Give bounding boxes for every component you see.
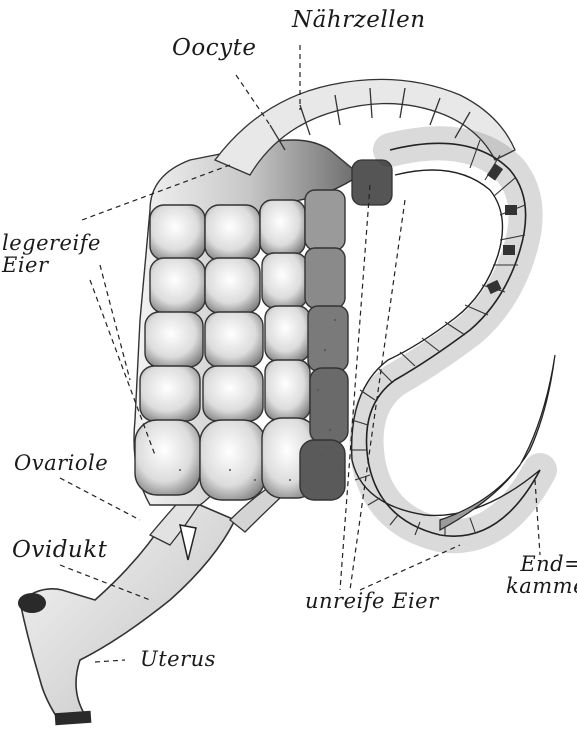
label-endkammer: End= kammer — [506, 553, 577, 597]
label-oocyte: Oocyte — [172, 36, 256, 60]
label-ovidukt: Ovidukt — [12, 538, 107, 562]
label-endkammer-line1: End= — [506, 553, 577, 575]
label-unreife-eier: unreife Eier — [305, 590, 439, 612]
label-endkammer-line2: kammer — [506, 575, 577, 597]
label-legereife-eier: legereife Eier — [2, 232, 101, 276]
label-uterus: Uterus — [140, 648, 216, 670]
label-legereife-line1: legereife — [2, 232, 101, 254]
label-legereife-line2: Eier — [2, 254, 101, 276]
label-ovariole: Ovariole — [14, 452, 108, 474]
label-naehrzellen: Nährzellen — [292, 8, 426, 32]
